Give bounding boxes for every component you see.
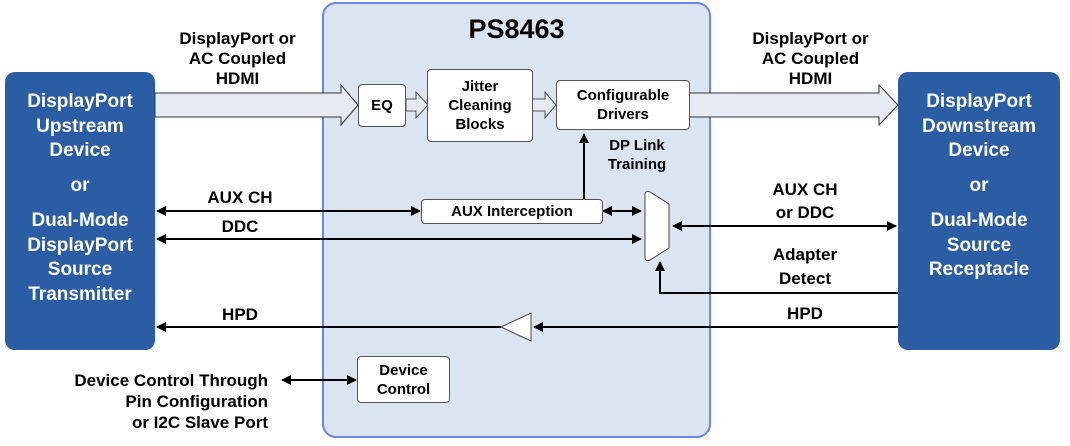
hpd-right-text: HPD xyxy=(787,304,823,323)
upstream-line: Device xyxy=(49,140,111,161)
downstream-or: or xyxy=(969,174,989,196)
aux-ch-label: AUX CH xyxy=(180,188,300,208)
device-control-ext-label: Device Control Through Pin Configuration… xyxy=(10,370,268,433)
dp-link-training-line: Training xyxy=(607,156,667,173)
ddc-label: DDC xyxy=(180,217,300,237)
hpd-left-text: HPD xyxy=(222,305,258,324)
aux-or-ddc-label: AUX CH or DDC xyxy=(745,178,865,224)
dp-link-training-label: DP Link Training xyxy=(596,136,678,174)
main-out-line: HDMI xyxy=(788,69,833,88)
hpd-right-label: HPD xyxy=(745,304,865,324)
hpd-left-label: HPD xyxy=(180,305,300,325)
aux-or-ddc-line: AUX CH xyxy=(772,180,838,199)
eq-block: EQ xyxy=(358,84,406,127)
device-control-ext-line: Device Control Through xyxy=(74,371,268,390)
upstream-line: Transmitter xyxy=(28,283,132,305)
hpd-buffer-icon xyxy=(499,312,532,342)
device-control-ext-line: or I2C Slave Port xyxy=(131,413,268,432)
aux-or-ddc-line: or DDC xyxy=(775,203,835,222)
upstream-line: DisplayPort xyxy=(27,234,133,256)
aux-ch-text: AUX CH xyxy=(207,188,273,207)
downstream-line: Source xyxy=(946,234,1012,256)
adapter-detect-line: Detect xyxy=(779,269,831,288)
drivers-label: Configurable xyxy=(576,87,670,104)
upstream-line: Upstream xyxy=(36,115,124,137)
downstream-line: Downstream xyxy=(921,115,1037,137)
jitter-label: Jitter xyxy=(461,78,499,95)
jitter-cleaning-block: Jitter Cleaning Blocks xyxy=(427,69,533,142)
adapter-detect-line: Adapter xyxy=(772,245,838,264)
main-in-line: HDMI xyxy=(215,69,260,88)
device-control-block: Device Control xyxy=(357,356,450,403)
main-in-line: DisplayPort or xyxy=(179,29,296,48)
main-bus-out-arrow xyxy=(688,83,899,127)
jitter-label: Blocks xyxy=(455,116,505,133)
downstream-device-block: DisplayPort Downstream Device or Dual-Mo… xyxy=(898,72,1060,350)
downstream-line: Receptacle xyxy=(928,259,1030,280)
dp-link-training-line: DP Link xyxy=(609,137,665,154)
device-control-label: Device xyxy=(379,361,428,379)
main-bus-in-arrow xyxy=(154,83,359,127)
downstream-line: Device xyxy=(948,140,1010,161)
main-out-label: DisplayPort or AC Coupled HDMI xyxy=(733,29,888,89)
device-control-ext-line: Pin Configuration xyxy=(125,392,268,411)
upstream-line: Source xyxy=(47,259,113,280)
upstream-device-block: DisplayPort Upstream Device or Dual-Mode… xyxy=(5,72,155,350)
drivers-label: Drivers xyxy=(597,106,649,123)
upstream-line: Dual-Mode xyxy=(31,210,129,231)
configurable-drivers-block: Configurable Drivers xyxy=(556,80,690,130)
ddc-text: DDC xyxy=(221,217,259,236)
adapter-detect-wire xyxy=(655,261,898,294)
upstream-or: or xyxy=(70,174,90,196)
chip-title: PS8463 xyxy=(468,14,565,44)
bus-jitter-to-drivers-arrow xyxy=(531,90,557,120)
upstream-line: DisplayPort xyxy=(27,91,133,112)
main-out-line: DisplayPort or xyxy=(752,29,869,48)
aux-interception-label: AUX Interception xyxy=(451,203,573,220)
main-in-label: DisplayPort or AC Coupled HDMI xyxy=(160,29,315,89)
mux-switch xyxy=(644,190,670,262)
main-out-line: AC Coupled xyxy=(761,49,860,68)
downstream-line: Dual-Mode xyxy=(930,210,1028,231)
main-in-line: AC Coupled xyxy=(188,49,287,68)
downstream-line: DisplayPort xyxy=(926,91,1032,112)
aux-interception-block: AUX Interception xyxy=(421,199,603,224)
eq-label: EQ xyxy=(371,97,393,114)
jitter-label: Cleaning xyxy=(448,97,512,114)
bus-eq-to-jitter-arrow xyxy=(405,90,429,120)
adapter-detect-label: Adapter Detect xyxy=(745,243,865,291)
device-control-label: Control xyxy=(376,380,431,398)
